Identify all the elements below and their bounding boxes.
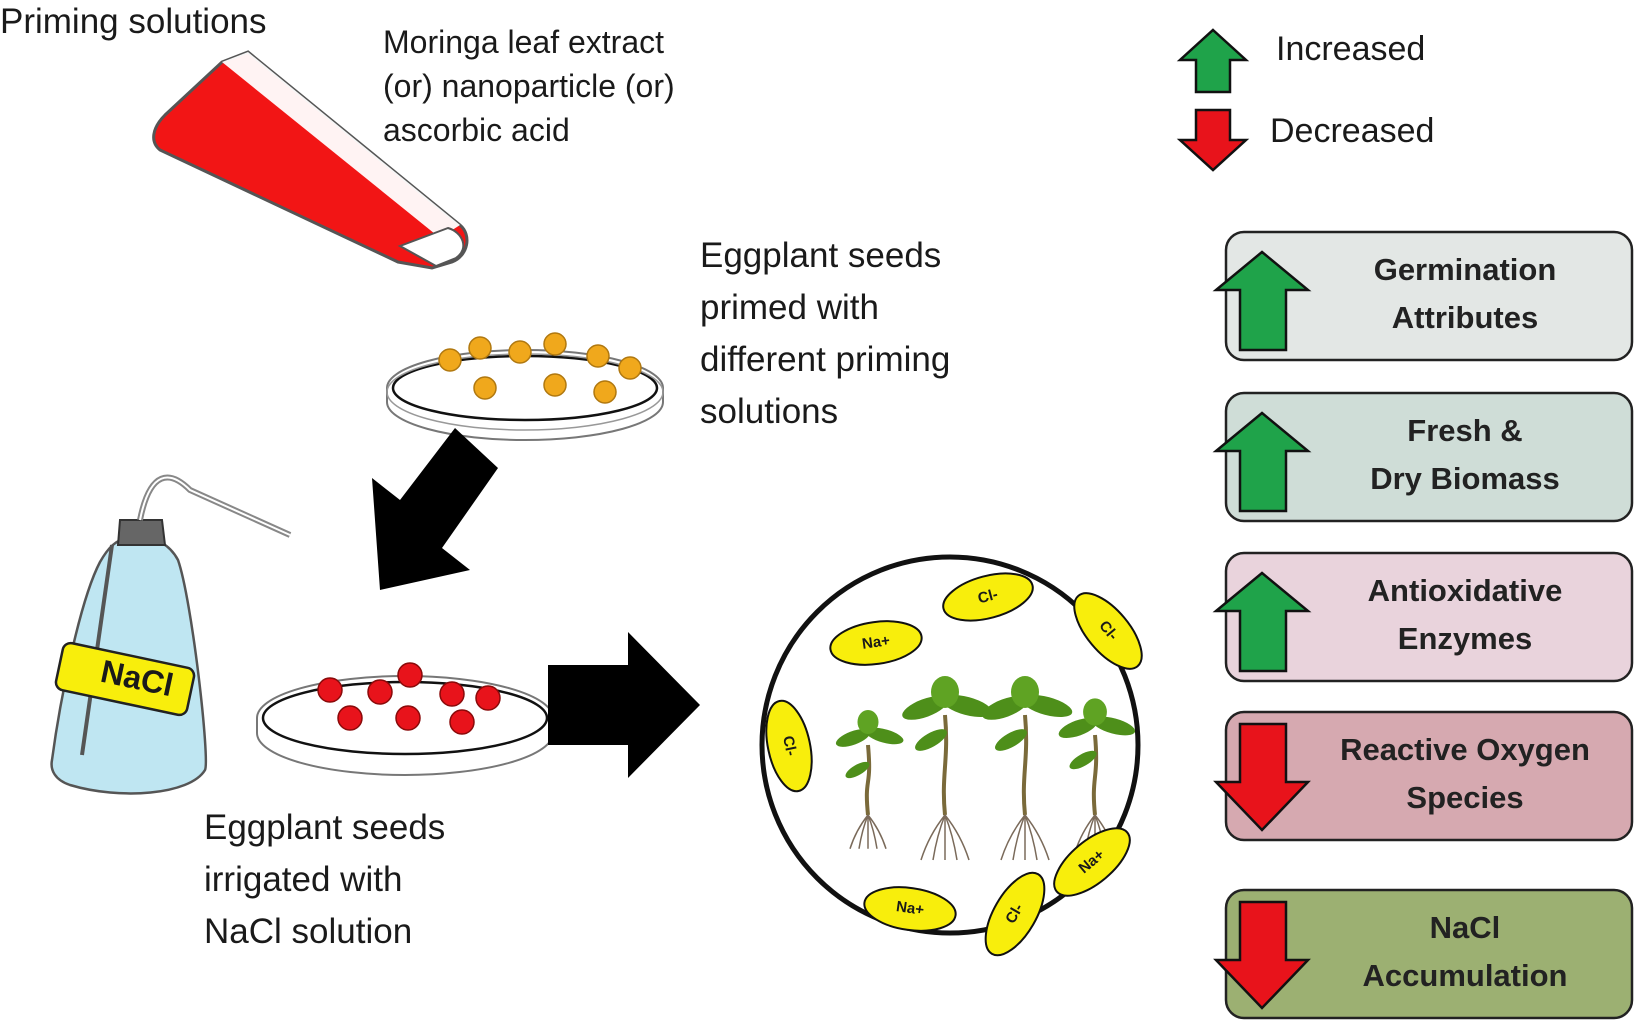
irrigated-seed [337, 705, 363, 731]
irrigated-seed [397, 662, 423, 688]
outcome-label-line: Dry Biomass [1370, 461, 1560, 496]
outcome-box [1213, 710, 1634, 842]
outcome-box [1212, 230, 1634, 362]
primed-seed [618, 356, 642, 380]
caption-line: primed with [700, 288, 879, 327]
seedling-icon [1058, 698, 1136, 854]
primed-seeds-caption: Eggplant seeds primed with different pri… [700, 230, 950, 438]
primed-seed [473, 376, 497, 400]
sodium-ion-icon [829, 620, 923, 666]
caption-line: NaCl solution [204, 912, 413, 951]
outcome-box [1212, 391, 1634, 523]
process-arrow-down [372, 428, 498, 590]
priming-agent-line: Moringa leaf extract [383, 24, 665, 60]
primed-seed [543, 373, 567, 397]
priming-agent-line: (or) nanoparticle (or) [383, 68, 675, 104]
increase-arrow-icon [1212, 411, 1312, 513]
chloride-ion-icon [984, 871, 1046, 957]
outcome-label-line: Accumulation [1362, 958, 1568, 993]
caption-line: solutions [700, 392, 839, 431]
caption-line: Eggplant seeds [700, 236, 942, 275]
primed-seed [508, 340, 532, 364]
legend-increase-arrow-icon [1176, 28, 1250, 94]
irrigated-seed [439, 681, 465, 707]
flask-icon [152, 50, 469, 270]
seedling-icon [982, 676, 1073, 861]
primed-seed [593, 380, 617, 404]
sodium-ion-icon [1053, 827, 1131, 897]
legend-decrease-arrow-icon [1176, 108, 1250, 172]
outcome-label-line: Fresh & [1407, 413, 1523, 448]
irrigated-seed [317, 677, 343, 703]
outcome-label-line: NaCl [1429, 910, 1501, 945]
irrigated-seed [475, 685, 501, 711]
irrigated-seed [449, 709, 475, 735]
increase-arrow-icon [1212, 250, 1312, 352]
outcome-label-line: Enzymes [1397, 621, 1533, 656]
primed-seed [468, 336, 492, 360]
outcome-box [1213, 888, 1634, 1020]
irrigated-seed [367, 679, 393, 705]
wash-bottle-icon [50, 474, 292, 795]
caption-line: Eggplant seeds [204, 808, 446, 847]
outcome-label-line: Antioxidative [1367, 573, 1563, 608]
decrease-arrow-icon [1213, 900, 1311, 1010]
legend-increased-label: Increased [1276, 30, 1426, 68]
outcome-label: Fresh & Dry Biomass [1300, 407, 1630, 503]
seedling-icon [902, 676, 993, 861]
decrease-arrow-icon [1213, 722, 1311, 832]
primed-seed [586, 344, 610, 368]
priming-agent-line: ascorbic acid [383, 112, 570, 148]
legend-decreased-label: Decreased [1270, 112, 1435, 150]
increase-arrow-icon [1212, 571, 1312, 673]
caption-line: different priming [700, 340, 951, 379]
outcome-label-line: Reactive Oxygen [1340, 732, 1590, 767]
outcome-label-line: Germination [1373, 252, 1557, 287]
seedling-icon [835, 710, 904, 849]
irrigated-seeds-caption: Eggplant seeds irrigated with NaCl solut… [204, 802, 445, 958]
irrigated-seed [395, 705, 421, 731]
sodium-ion-icon [863, 886, 957, 932]
outcome-label-line: Species [1406, 780, 1524, 815]
primed-seed [438, 348, 462, 372]
chloride-ion-icon [942, 572, 1034, 622]
outcome-box [1212, 551, 1634, 683]
chloride-ion-icon [1073, 592, 1143, 670]
outcome-label-line: Attributes [1391, 300, 1539, 335]
priming-title: Priming solutions [0, 2, 267, 41]
chloride-ion-icon [765, 699, 813, 793]
process-arrow-right [548, 632, 700, 778]
priming-agents: Moringa leaf extract (or) nanoparticle (… [383, 20, 675, 152]
caption-line: irrigated with [204, 860, 403, 899]
primed-seed [543, 332, 567, 356]
